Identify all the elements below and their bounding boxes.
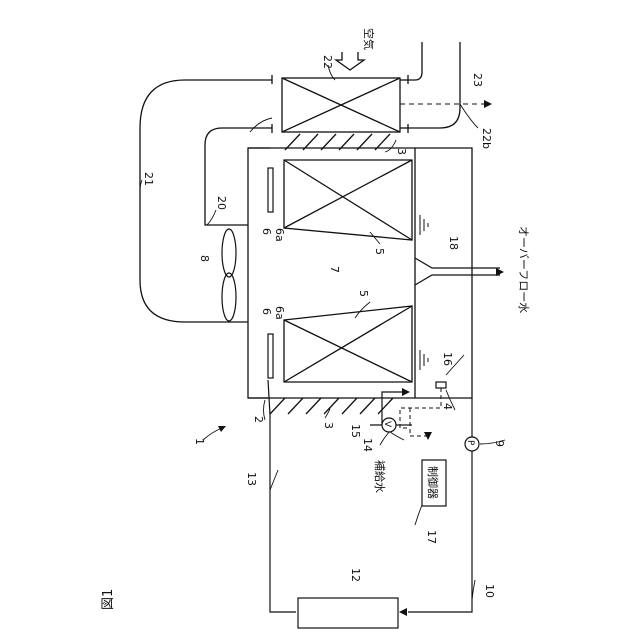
ref-6a-lower: 6a: [273, 306, 286, 320]
ref-23: 23: [471, 73, 484, 87]
ref-6a-upper: 6a: [273, 228, 286, 242]
figure-label: 図1: [101, 589, 116, 610]
outlet-duct: [408, 42, 422, 80]
ref-16: 16: [441, 352, 454, 366]
overflow-pipe: [415, 258, 500, 285]
fill-lower: [284, 306, 412, 382]
ref-8: 8: [198, 255, 211, 262]
ref-2: 2: [252, 416, 265, 423]
outlet-duct-wall: [408, 42, 460, 128]
heat-exchanger-22: [272, 75, 408, 133]
controller-label: 制御器: [426, 466, 440, 499]
ref-7: 7: [328, 266, 341, 273]
overflow-label: オーバーフロー水: [517, 226, 530, 313]
ref-4: 4: [441, 403, 454, 410]
ref-15: 15: [349, 424, 362, 438]
fan-icon: [222, 229, 236, 321]
leader-lines: [140, 65, 505, 600]
signal-lines: [400, 388, 441, 436]
pump-symbol: P: [465, 440, 475, 446]
air-arrow: [336, 52, 364, 70]
level-sensor: [436, 382, 446, 388]
load-box: [298, 598, 398, 628]
fill-upper: [284, 160, 412, 240]
ref-5-upper: 5: [373, 248, 386, 255]
air-label: 空気: [362, 28, 376, 50]
valve-symbol: V: [382, 421, 392, 428]
reference-numerals: 22 23 22b 21 3 20 6 6a 5 18 8 7 5 6 6a 1…: [142, 55, 506, 598]
ref-14: 14: [361, 438, 374, 452]
makeup-arrowhead: [402, 388, 410, 396]
exhaust-arrowhead: [484, 100, 492, 108]
ref-12: 12: [349, 568, 362, 582]
ref-22: 22: [321, 55, 334, 69]
ref-5-lower: 5: [357, 290, 370, 297]
ref-13: 13: [245, 472, 258, 486]
makeup-water-label: 補給水: [373, 460, 387, 493]
water-level-marks: [420, 215, 428, 370]
supply-line: [268, 380, 296, 612]
ref-9: 9: [493, 440, 506, 447]
ref-18: 18: [447, 236, 460, 250]
ref-3-lower: 3: [322, 422, 335, 429]
recirculation-duct: [140, 80, 272, 322]
ref-22b: 22b: [480, 128, 493, 149]
spray-pipe-upper: [268, 168, 273, 212]
spray-pipe-lower: [268, 334, 273, 378]
duct-inner-wall: [205, 128, 272, 145]
ref-3-upper: 3: [395, 148, 408, 155]
ref-20: 20: [215, 196, 228, 210]
ref-6-upper: 6: [260, 228, 273, 235]
ref-17: 17: [425, 530, 438, 544]
ref-10: 10: [483, 584, 496, 598]
louvers-lower: [270, 398, 393, 414]
ref-21: 21: [142, 172, 155, 186]
return-arrowhead: [399, 608, 407, 616]
ref-6-lower: 6: [260, 308, 273, 315]
